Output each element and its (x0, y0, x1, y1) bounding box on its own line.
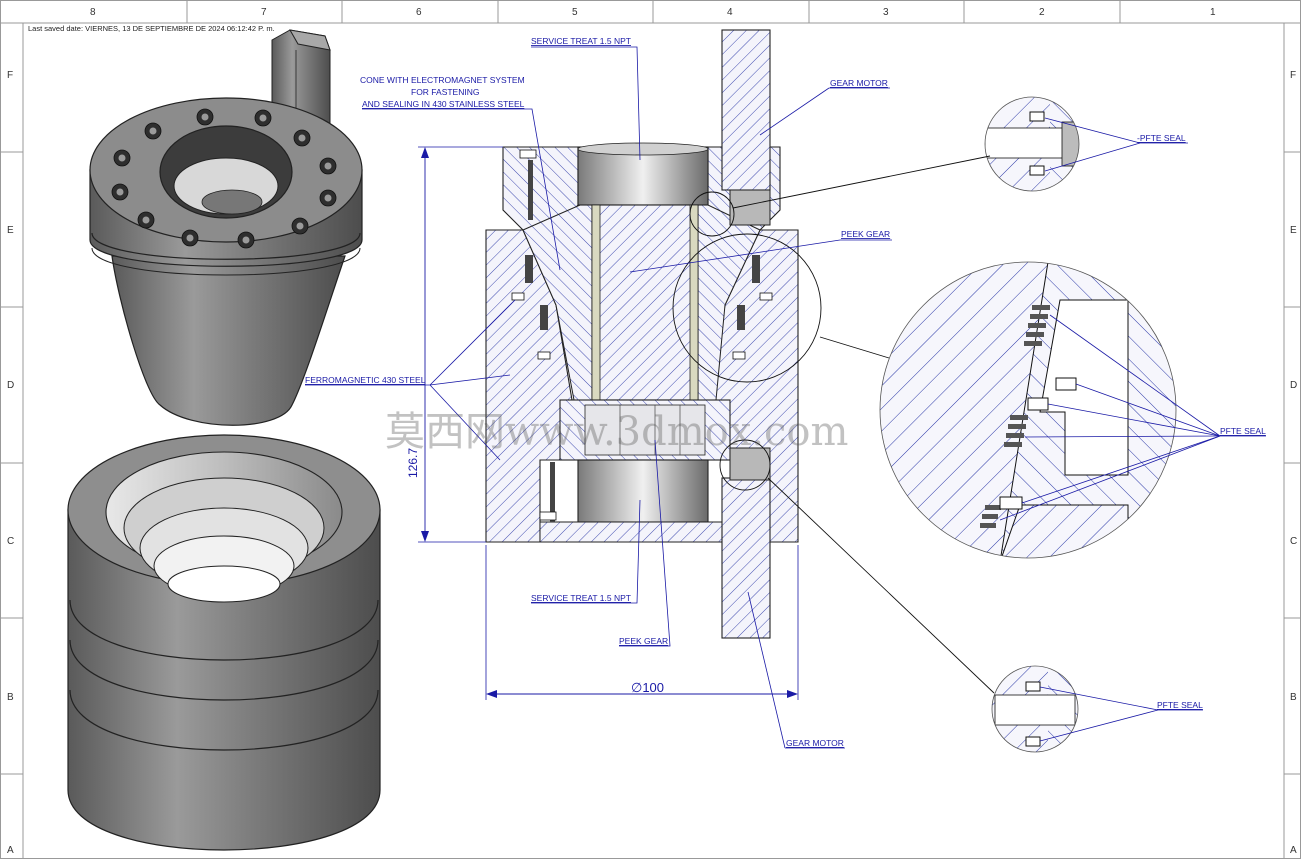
row-marker: D (7, 380, 14, 391)
row-markers-left: F E D C B A (7, 70, 14, 856)
section-view (485, 29, 799, 639)
detail-view-top (984, 96, 1080, 192)
row-marker: D (1290, 380, 1297, 391)
dimension-diameter: ∅100 (485, 545, 799, 700)
row-marker: F (1290, 70, 1296, 81)
col-marker: 1 (1210, 7, 1216, 18)
diameter-dimension: ∅100 (631, 680, 664, 695)
iso-receiver-part (67, 434, 381, 851)
saved-date-note: Last saved date: VIERNES, 13 DE SEPTIEMB… (28, 24, 275, 33)
col-marker: 6 (416, 7, 422, 18)
col-marker: 7 (261, 7, 267, 18)
label-peek-gear-bottom: PEEK GEAR (619, 636, 668, 646)
label-pfte-top: -PFTE SEAL (1137, 133, 1186, 143)
col-marker: 4 (727, 7, 733, 18)
watermark: 莫西网www.3dmox.com (385, 409, 848, 455)
label-gear-motor-bottom: GEAR MOTOR (786, 738, 844, 748)
label-cone-line3: AND SEALING IN 430 STAINLESS STEEL (362, 99, 525, 109)
annotations: SERVICE TREAT 1.5 NPT CONE WITH ELECTROM… (305, 36, 1266, 748)
detail-connector-lines (732, 155, 995, 694)
row-marker: E (7, 225, 14, 236)
height-dimension: 126.7 (406, 448, 420, 478)
label-pfte-bottom: PFTE SEAL (1157, 700, 1203, 710)
detail-callout-circle (672, 233, 822, 383)
label-peek-gear-top: PEEK GEAR (841, 229, 890, 239)
detail-callout-circle (719, 439, 771, 491)
row-marker: C (7, 536, 14, 547)
col-marker: 3 (883, 7, 889, 18)
row-marker: A (7, 845, 14, 856)
detail-view-large (879, 261, 1177, 559)
row-marker: B (1290, 692, 1297, 703)
row-marker: F (7, 70, 13, 81)
label-service-bottom: SERVICE TREAT 1.5 NPT (531, 593, 631, 603)
col-marker: 2 (1039, 7, 1045, 18)
label-cone-line1: CONE WITH ELECTROMAGNET SYSTEM (360, 75, 525, 85)
detail-view-bottom (991, 665, 1079, 753)
row-marker: C (1290, 536, 1297, 547)
row-marker: B (7, 692, 14, 703)
dimension-height: 126.7 (406, 146, 503, 543)
col-marker: 8 (90, 7, 96, 18)
leader-lines (305, 46, 1266, 749)
label-cone-line2: FOR FASTENING (411, 87, 479, 97)
label-service-top: SERVICE TREAT 1.5 NPT (531, 36, 631, 46)
label-pfte-mid: PFTE SEAL (1220, 426, 1266, 436)
column-markers: 8 7 6 5 4 3 2 1 (90, 7, 1216, 18)
row-marker: E (1290, 225, 1297, 236)
label-gear-motor-top: GEAR MOTOR (830, 78, 888, 88)
label-ferromagnetic: FERROMAGNETIC 430 STEEL (305, 375, 426, 385)
row-markers-right: F E D C B A (1290, 70, 1297, 856)
row-marker: A (1290, 845, 1297, 856)
col-marker: 5 (572, 7, 578, 18)
iso-cone-part (89, 29, 363, 426)
detail-callout-circle (689, 191, 735, 237)
